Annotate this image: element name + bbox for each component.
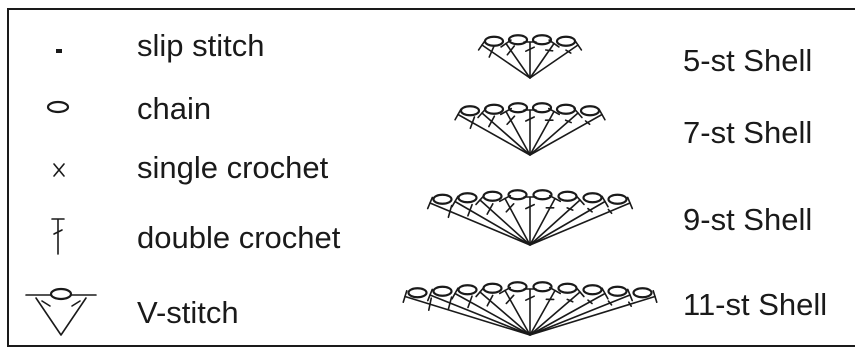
slip-stitch-label: slip stitch <box>137 28 265 63</box>
v-stitch-icon <box>25 287 97 336</box>
single-crochet-label: single crochet <box>137 150 329 185</box>
v-stitch-label: V-stitch <box>137 295 239 330</box>
double-crochet-icon <box>51 218 65 255</box>
shell-11-label: 11-st Shell <box>683 287 828 322</box>
shell-9-label: 9-st Shell <box>683 202 813 237</box>
slip-stitch-icon <box>56 49 62 53</box>
double-crochet-label: double crochet <box>137 220 341 255</box>
chain-label: chain <box>137 91 212 126</box>
chain-icon <box>46 100 70 114</box>
single-crochet-icon <box>53 163 65 177</box>
shell-5-label: 5-st Shell <box>683 43 813 78</box>
shell-7-label: 7-st Shell <box>683 115 813 150</box>
